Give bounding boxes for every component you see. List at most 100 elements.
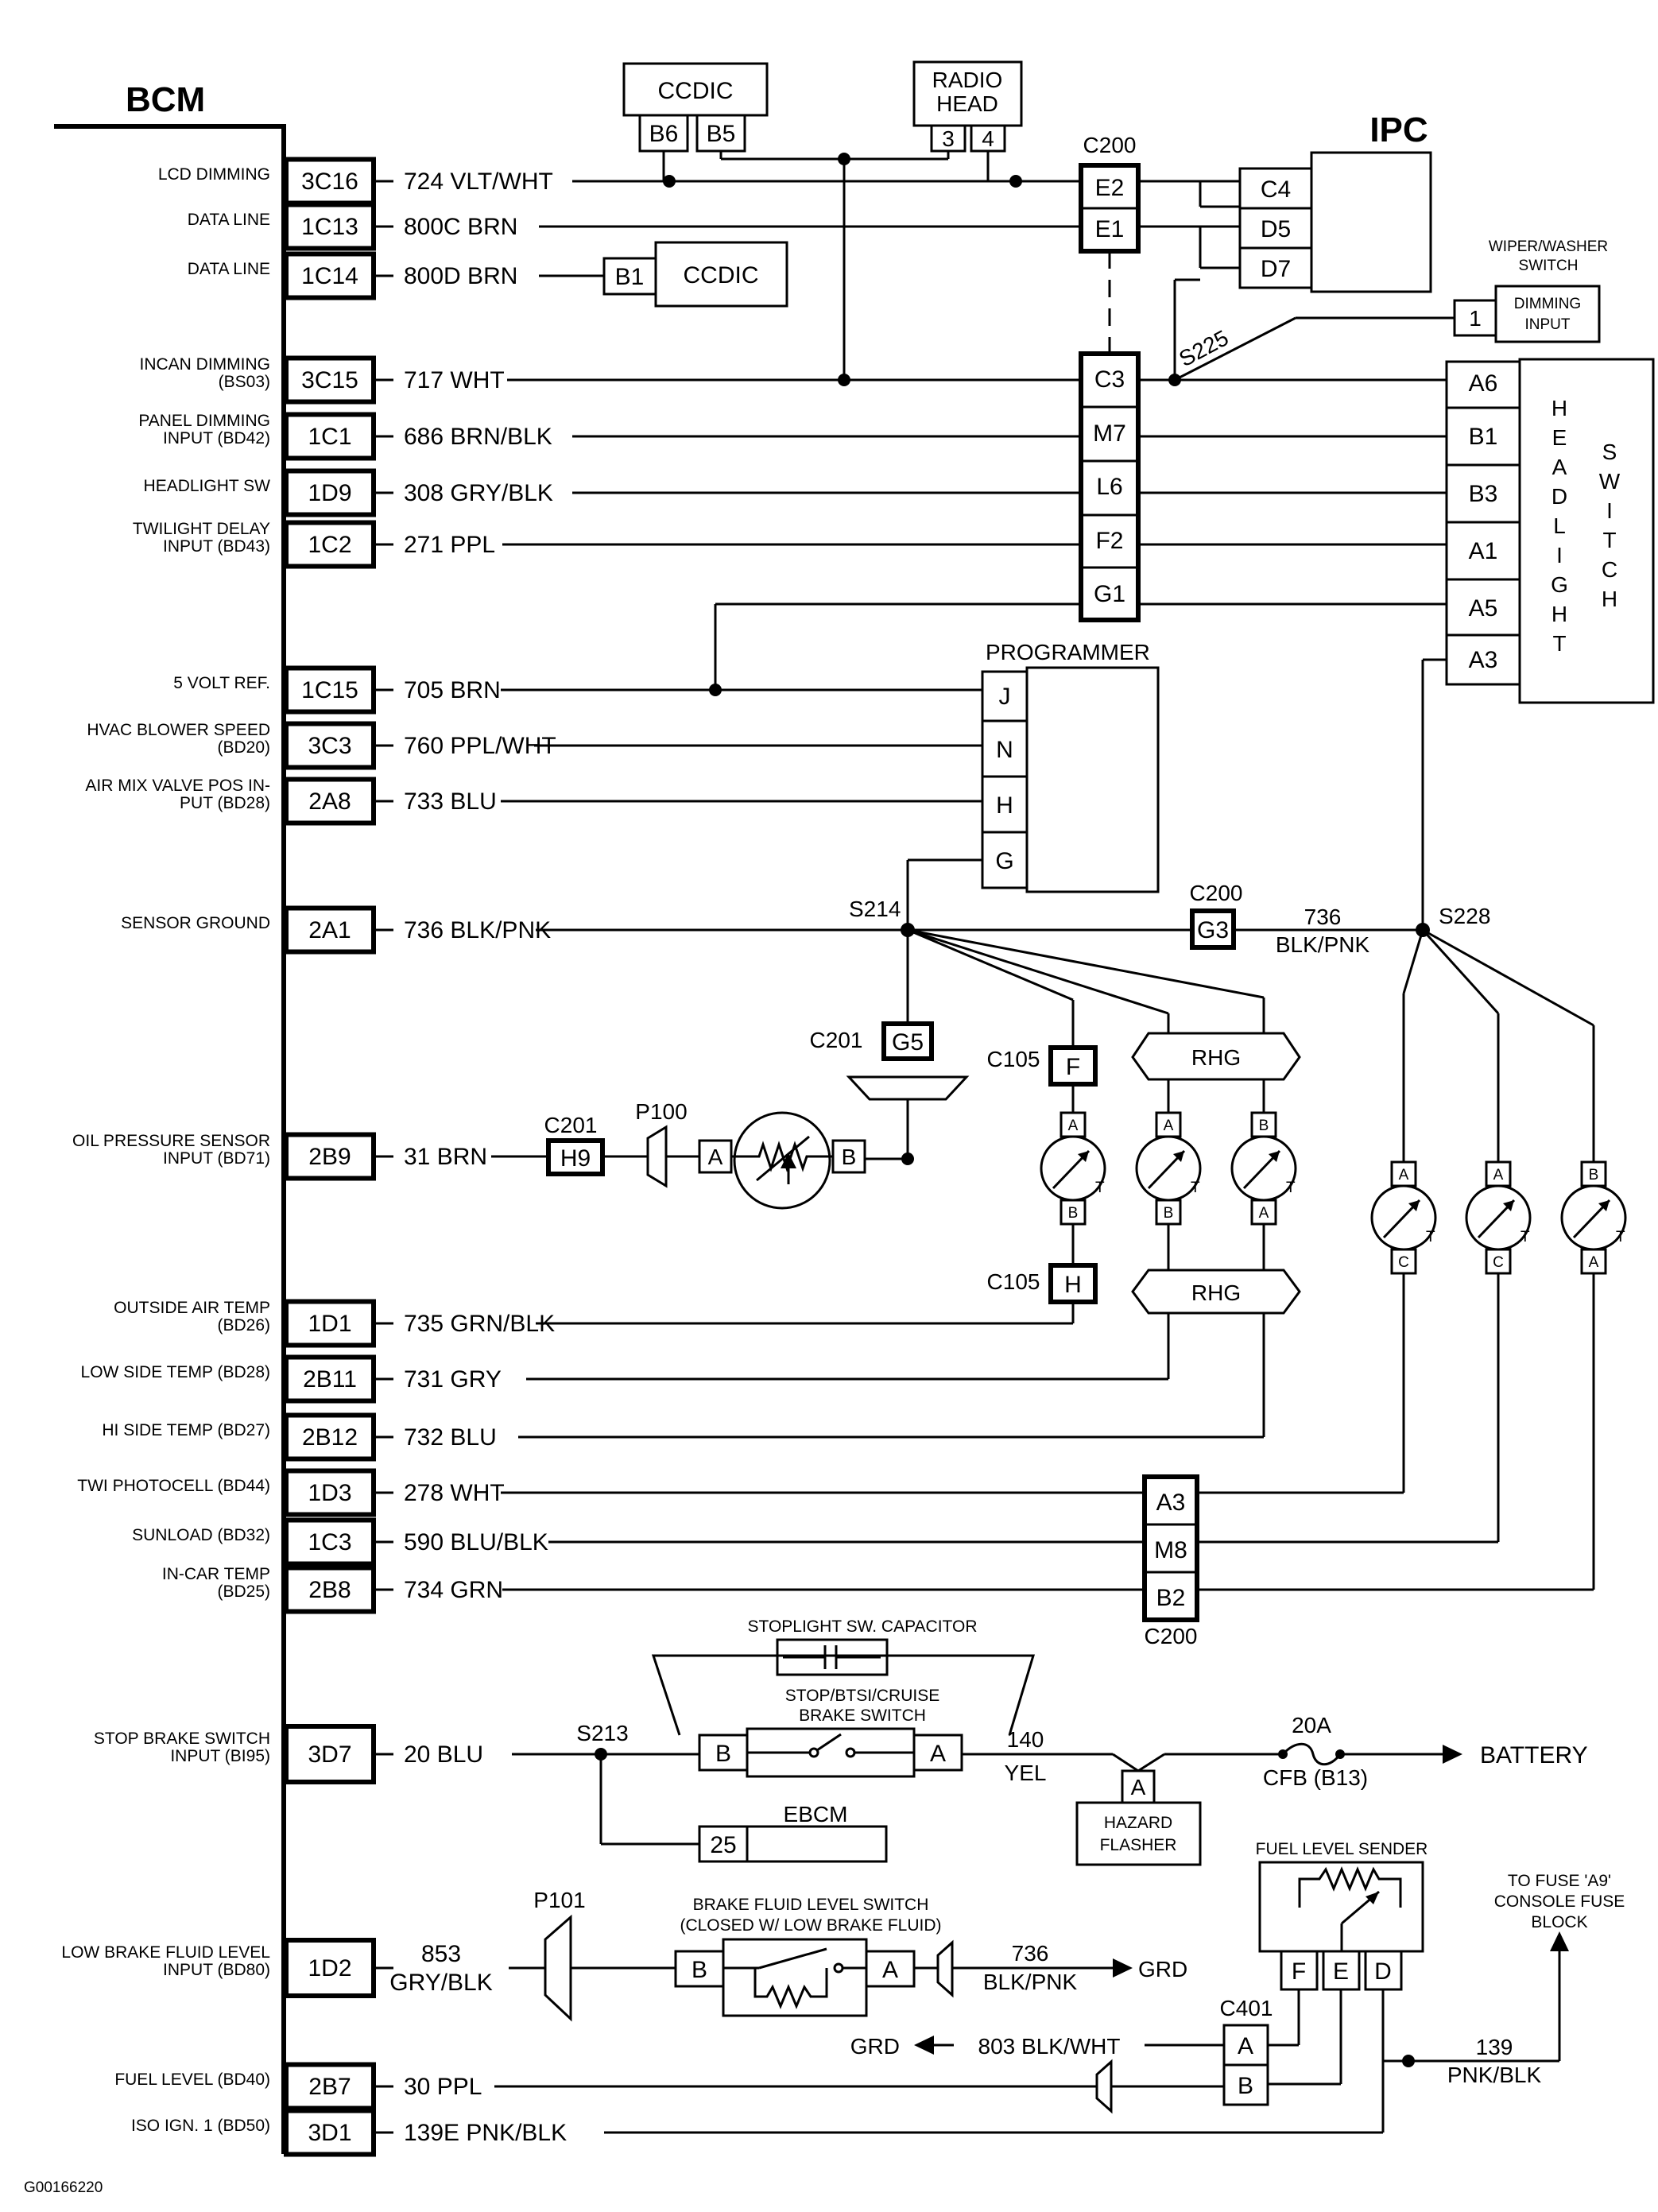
bcm-label-17-0: IN-CAR TEMP: [162, 1565, 270, 1583]
fuel-sender-pin-d: D: [1374, 1958, 1392, 1985]
radio-head-pin-3: 3: [942, 126, 955, 151]
bcm-pin-box-12: [284, 1299, 376, 1348]
headlight-pin-a3: A3: [1469, 647, 1498, 673]
ccdic-top-title: CCDIC: [658, 78, 734, 104]
fuse-a9-line-2: CONSOLE FUSE: [1494, 1892, 1625, 1911]
bcm-pin-16: 1C3: [308, 1529, 351, 1555]
bcm-pin-13: 2B11: [303, 1366, 357, 1393]
bcm-wire-4: 686 BRN/BLK: [404, 424, 552, 450]
bcm-label-19-1: INPUT (BD80): [163, 1961, 270, 1979]
sensor2-pin-top: A: [1164, 1118, 1174, 1134]
ipc: IPC C4 D5 D7: [1238, 110, 1432, 293]
bcm-wire-19-0: 853: [421, 1941, 461, 1967]
bcm-wire-8: 760 PPL/WHT: [404, 733, 556, 759]
bcm-pin-2: 1C14: [301, 263, 358, 289]
brake-switch-title-1: STOP/BTSI/CRUISE: [785, 1687, 940, 1705]
oil-sensor-pin-b: B: [842, 1145, 857, 1169]
bcm-title: BCM: [126, 80, 205, 119]
headlight-letter-4: D: [1551, 484, 1567, 509]
bcm-label-17-1: (BD25): [217, 1582, 270, 1601]
bcm-pin-18: 3D7: [308, 1741, 351, 1768]
splice-s214-label: S214: [849, 897, 901, 921]
sensor1-pin-top: A: [1068, 1118, 1079, 1134]
bcm-label-13-0: LOW SIDE TEMP (BD28): [81, 1363, 270, 1381]
fuse-a9-line-1: TO FUSE 'A9': [1508, 1872, 1611, 1890]
sensor5-pin-top: A: [1493, 1167, 1504, 1183]
bcm-label-4-0: PANEL DIMMING: [138, 412, 270, 430]
c200-top-label: C200: [1083, 133, 1137, 157]
switch-letter-1: S: [1602, 440, 1617, 464]
ccdic-mid: B1 CCDIC: [602, 241, 788, 308]
bcm-pin-21: 3D1: [308, 2120, 351, 2146]
brake-fluid-switch-title-2: (CLOSED W/ LOW BRAKE FLUID): [680, 1916, 941, 1935]
headlight-letter-5: L: [1553, 513, 1566, 538]
bcm-wire-20: 30 PPL: [404, 2074, 482, 2100]
ccdic-mid-pin-b1: B1: [615, 264, 645, 290]
bcm-wire-19-1: GRY/BLK: [389, 1970, 493, 1996]
bcm-pin-1: 1C13: [301, 214, 358, 240]
bcm-wire-5: 308 GRY/BLK: [404, 480, 553, 506]
bcm-label-21-0: ISO IGN. 1 (BD50): [131, 2117, 270, 2135]
ipc-pin-c4: C4: [1261, 176, 1291, 203]
sensor3-pin-bottom: A: [1259, 1205, 1269, 1222]
bcm-pin-15: 1D3: [308, 1480, 351, 1506]
bcm-label-1-0: DATA LINE: [188, 211, 270, 229]
bcm-label-6-1: INPUT (BD43): [163, 537, 270, 556]
bcm-wire-1: 800C BRN: [404, 214, 517, 240]
bcm-pin-19: 1D2: [308, 1955, 351, 1982]
bcm-label-8-1: (BD20): [217, 738, 270, 757]
c200-ground-label: C200: [1190, 881, 1243, 905]
c200-ground-wire-num: 736: [1304, 905, 1342, 929]
rhg-top-label: RHG: [1191, 1045, 1241, 1070]
bcm-pin-box-14: [284, 1412, 376, 1462]
bcm-pin-14: 2B12: [302, 1424, 358, 1451]
bcm-pin-box-15: [284, 1468, 376, 1517]
wiper-switch-box-2: INPUT: [1525, 316, 1571, 333]
bcm-pin-12: 1D1: [308, 1311, 351, 1337]
sensor6-pin-top: B: [1589, 1167, 1599, 1183]
c105-f-label: C105: [987, 1047, 1040, 1071]
bcm-wire-3: 717 WHT: [404, 367, 505, 393]
figure-id: G00166220: [24, 2179, 103, 2196]
bcm-wire-7: 705 BRN: [404, 677, 501, 703]
c201-g5-label: C201: [810, 1028, 863, 1052]
bcm-pin-box-8: [284, 721, 376, 770]
wiper-switch-box-1: DIMMING: [1514, 296, 1581, 312]
switch-letter-2: W: [1599, 469, 1621, 494]
hazard-flasher-pin-a: A: [1131, 1775, 1146, 1799]
c105-pin-f: F: [1066, 1054, 1080, 1080]
bcm-pin-4: 1C1: [308, 424, 351, 450]
bcm-pin-5: 1D9: [308, 480, 351, 506]
bcm-pin-7: 1C15: [301, 677, 358, 703]
c200-pin-e1: E1: [1095, 216, 1125, 242]
brake-switch-pin-b: B: [715, 1741, 731, 1767]
headlight-pin-b3: B3: [1469, 481, 1498, 507]
sensor4-pin-bottom: C: [1398, 1254, 1409, 1271]
bcm-label-14-0: HI SIDE TEMP (BD27): [102, 1421, 270, 1439]
fuse-rating: 20A: [1292, 1713, 1331, 1737]
c200-bottom-pin-b2: B2: [1156, 1585, 1186, 1611]
bcm-pin-17: 2B8: [308, 1577, 351, 1603]
headlight-pin-b1: B1: [1469, 424, 1498, 450]
bcm-pin-11: 2B9: [308, 1144, 351, 1170]
c105-h-label: C105: [987, 1269, 1040, 1294]
wire-140-color: YEL: [1005, 1761, 1047, 1785]
bcm-label-11-1: INPUT (BD71): [163, 1149, 270, 1168]
sensor6-pin-bottom: A: [1589, 1254, 1599, 1271]
bcm-pin-20: 2B7: [308, 2074, 351, 2100]
wiper-switch-title-1: WIPER/WASHER: [1489, 238, 1608, 255]
splice-s213-label: S213: [576, 1721, 628, 1745]
p101-label: P101: [533, 1888, 585, 1912]
bcm-wire-6: 271 PPL: [404, 532, 495, 558]
brake-fluid-pin-a: A: [882, 1957, 898, 1983]
bcm-label-6-0: TWILIGHT DELAY: [133, 520, 270, 538]
bcm-wire-17: 734 GRN: [404, 1577, 503, 1603]
wire-140-num: 140: [1007, 1727, 1044, 1752]
wire-736-grd-color: BLK/PNK: [983, 1970, 1078, 1994]
sensor3-t: T: [1286, 1180, 1296, 1196]
headlight-wiring: [502, 435, 1447, 930]
bcm-wire-12: 735 GRN/BLK: [404, 1311, 555, 1337]
